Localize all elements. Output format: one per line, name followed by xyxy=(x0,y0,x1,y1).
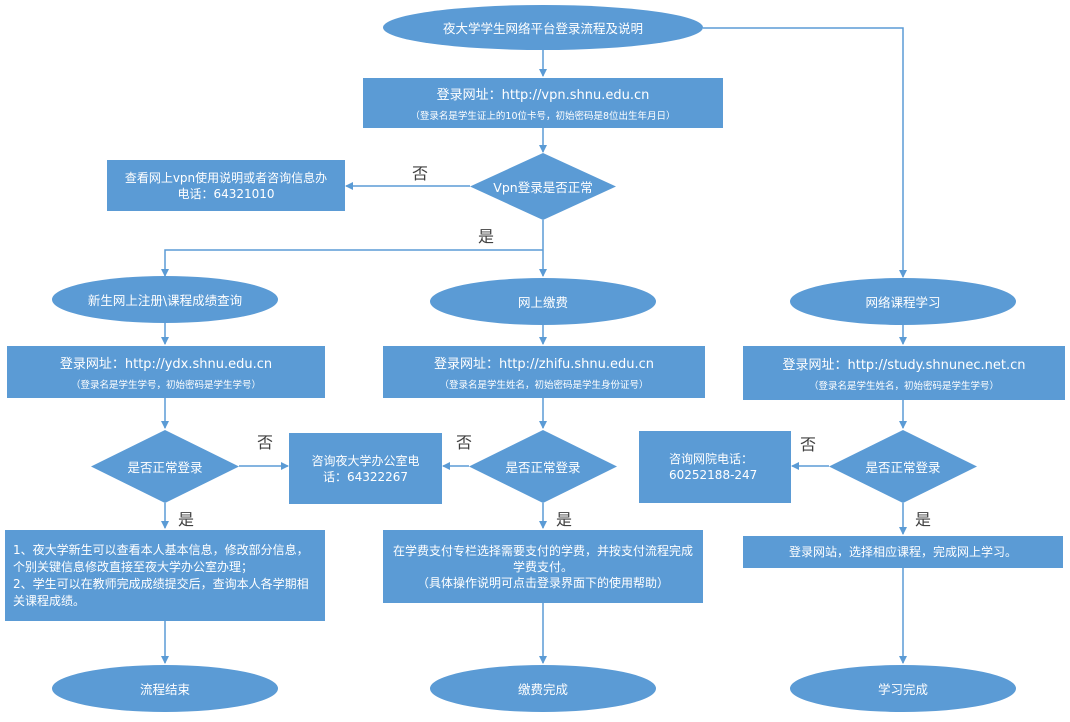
office-contact-line1: 咨询夜大学办公室电 xyxy=(311,453,420,468)
vpn-login-box: 登录网址：http://vpn.shnu.edu.cn （登录名是学生证上的10… xyxy=(363,78,723,128)
vpn-help-box: 查看网上vpn使用说明或者咨询信息办 电话：64321010 xyxy=(107,160,345,211)
college-contact-line2: 60252188-247 xyxy=(669,468,758,482)
vpn-decision-text: Vpn登录是否正常 xyxy=(493,180,593,195)
register-end-text: 流程结束 xyxy=(139,682,190,697)
study-decision: 是否正常登录 xyxy=(829,430,977,503)
payment-login-box: 登录网址：http://zhifu.shnu.edu.cn （登录名是学生姓名，… xyxy=(383,346,705,398)
connector-vpn-register xyxy=(161,249,543,277)
payment-decision: 是否正常登录 xyxy=(469,430,617,503)
college-contact-box: 咨询网院电话： 60252188-247 xyxy=(639,431,791,503)
register-node-text: 新生网上注册\课程成绩查询 xyxy=(87,293,243,308)
study-login-note: （登录名是学生姓名，初始密码是学生学号） xyxy=(808,381,999,392)
register-login-note: （登录名是学生学号，初始密码是学生学号） xyxy=(70,380,261,391)
study-node: 网络课程学习 xyxy=(790,278,1016,325)
payment-login-note: （登录名是学生姓名，初始密码是学生身份证号） xyxy=(439,380,649,391)
study-login-box: 登录网址：http://study.shnunec.net.cn （登录名是学生… xyxy=(743,346,1065,400)
register-decision-shape xyxy=(91,430,239,503)
label-no-vpn: 否 xyxy=(412,164,429,183)
college-contact-line1: 咨询网院电话： xyxy=(669,452,754,466)
label-yes-mid: 是 xyxy=(556,510,573,529)
study-result-text: 登录网站，选择相应课程，完成网上学习。 xyxy=(788,545,1017,559)
title-node-text: 夜大学学生网络平台登录流程及说明 xyxy=(442,21,643,36)
connector-title-study xyxy=(703,27,907,278)
study-result-box: 登录网站，选择相应课程，完成网上学习。 xyxy=(743,536,1063,568)
payment-node: 网上缴费 xyxy=(430,278,656,325)
office-contact-line2: 话：64322267 xyxy=(322,469,409,484)
label-no-right: 否 xyxy=(800,435,817,454)
register-login-box: 登录网址：http://ydx.shnu.edu.cn （登录名是学生学号，初始… xyxy=(7,346,325,398)
register-login-url: 登录网址：http://ydx.shnu.edu.cn xyxy=(59,357,273,372)
register-result-text: 1、夜大学新生可以查看本人基本信息，修改部分信息，个别关键信息修改直接至夜大学办… xyxy=(13,543,309,608)
register-decision-text: 是否正常登录 xyxy=(127,460,203,475)
vpn-login-note: （登录名是学生证上的10位卡号，初始密码是8位出生年月日） xyxy=(410,111,676,122)
study-node-text: 网络课程学习 xyxy=(865,295,941,310)
study-end-node: 学习完成 xyxy=(790,665,1016,712)
study-login-url: 登录网址：http://study.shnunec.net.cn xyxy=(782,358,1026,373)
payment-decision-text: 是否正常登录 xyxy=(505,460,581,475)
register-node: 新生网上注册\课程成绩查询 xyxy=(52,276,278,323)
payment-end-node: 缴费完成 xyxy=(430,665,656,712)
office-contact-box: 咨询夜大学办公室电 话：64322267 xyxy=(289,433,442,504)
vpn-login-url: 登录网址：http://vpn.shnu.edu.cn xyxy=(436,88,650,103)
label-yes-vpn: 是 xyxy=(478,227,495,246)
payment-result-text: 在学费支付专栏选择需要支付的学费，并按支付流程完成学费支付。 （具体操作说明可点… xyxy=(392,543,693,590)
payment-result-box: 在学费支付专栏选择需要支付的学费，并按支付流程完成学费支付。 （具体操作说明可点… xyxy=(383,530,703,603)
study-decision-shape xyxy=(829,430,977,503)
study-end-text: 学习完成 xyxy=(877,682,928,697)
label-no-left: 否 xyxy=(257,433,274,452)
register-end-node: 流程结束 xyxy=(52,665,278,712)
register-decision: 是否正常登录 xyxy=(91,430,239,503)
vpn-decision: Vpn登录是否正常 xyxy=(470,153,616,220)
payment-end-text: 缴费完成 xyxy=(517,682,568,697)
vpn-help-line2: 电话：64321010 xyxy=(177,186,275,201)
label-no-mid: 否 xyxy=(456,433,473,452)
study-decision-text: 是否正常登录 xyxy=(865,460,941,475)
vpn-help-line1: 查看网上vpn使用说明或者咨询信息办 xyxy=(124,170,328,185)
payment-decision-shape xyxy=(469,430,617,503)
vpn-decision-shape xyxy=(470,153,616,220)
label-yes-left: 是 xyxy=(178,510,195,529)
title-node: 夜大学学生网络平台登录流程及说明 xyxy=(383,5,703,50)
label-yes-right: 是 xyxy=(915,510,932,529)
payment-login-url: 登录网址：http://zhifu.shnu.edu.cn xyxy=(433,357,655,372)
register-result-box: 1、夜大学新生可以查看本人基本信息，修改部分信息，个别关键信息修改直接至夜大学办… xyxy=(5,530,325,621)
payment-node-text: 网上缴费 xyxy=(517,295,568,310)
